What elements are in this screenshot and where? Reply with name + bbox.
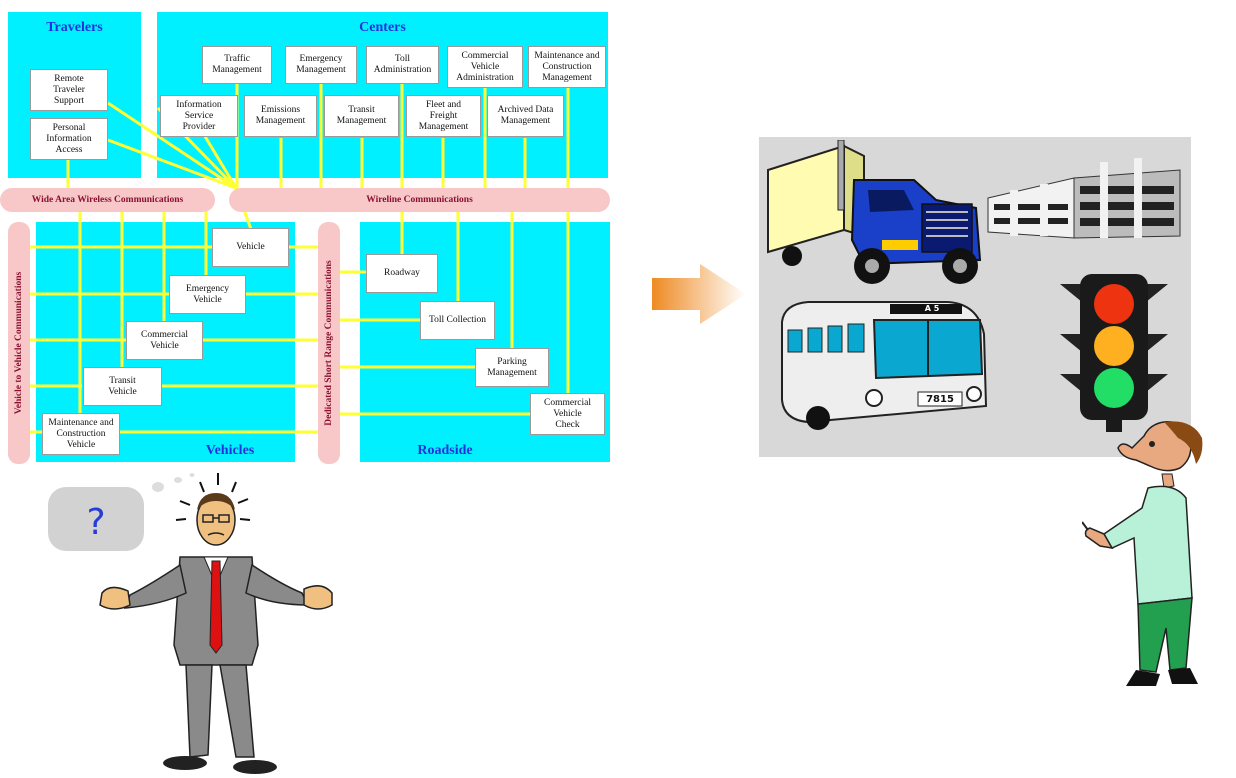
roadside-title: Roadside — [417, 443, 473, 458]
emissions-management-box: Emissions Management — [244, 95, 317, 137]
fleet-freight-management-box: Fleet and Freight Management — [406, 95, 481, 137]
emergency-vehicle-box: Emergency Vehicle — [169, 275, 246, 314]
building-icon — [987, 158, 1181, 239]
commercial-vehicle-check-box: Commercial Vehicle Check — [530, 393, 605, 435]
connection-lines — [28, 84, 570, 434]
commercial-vehicle-box: Commercial Vehicle — [126, 321, 203, 360]
commercial-vehicle-administration-box: Commercial Vehicle Administration — [447, 46, 523, 88]
archived-data-management-box: Archived Data Management — [487, 95, 564, 137]
vehicle-to-vehicle-label: Vehicle to Vehicle Communications — [14, 271, 24, 415]
right-arrow-icon — [652, 264, 746, 324]
dedicated-short-range-label: Dedicated Short Range Communications — [324, 260, 334, 426]
wide-area-wireless-bus: Wide Area Wireless Communications — [0, 188, 215, 212]
dedicated-short-range-bus: Dedicated Short Range Communications — [318, 222, 340, 464]
question-mark: ? — [86, 501, 106, 543]
maintenance-construction-management-box: Maintenance and Construction Management — [528, 46, 606, 88]
centers-title: Centers — [359, 20, 406, 35]
information-service-provider-box: Information Service Provider — [160, 95, 238, 137]
remote-traveler-support-box: Remote Traveler Support — [30, 69, 108, 111]
vehicle-to-vehicle-bus: Vehicle to Vehicle Communications — [8, 222, 30, 464]
traffic-light-icon — [1060, 274, 1168, 432]
vehicles-title: Vehicles — [205, 443, 255, 458]
travelers-title: Travelers — [46, 20, 103, 35]
roadway-box: Roadway — [366, 254, 438, 293]
transit-vehicle-box: Transit Vehicle — [83, 367, 162, 406]
toll-administration-box: Toll Administration — [366, 46, 439, 84]
truck-icon — [767, 140, 982, 284]
bus-route-sign: A 5 — [924, 304, 940, 313]
pointing-man-drawing — [1082, 421, 1203, 686]
confused-man-drawing — [48, 473, 333, 774]
personal-information-access-box: Personal Information Access — [30, 118, 108, 160]
bus-number-plate: 7815 — [926, 394, 954, 405]
maintenance-construction-vehicle-box: Maintenance and Construction Vehicle — [42, 413, 120, 455]
parking-management-box: Parking Management — [475, 348, 549, 387]
transit-management-box: Transit Management — [324, 95, 399, 137]
toll-collection-box: Toll Collection — [420, 301, 495, 340]
vehicle-box: Vehicle — [212, 228, 289, 267]
wireline-bus: Wireline Communications — [229, 188, 610, 212]
bus-icon — [781, 301, 988, 430]
traffic-management-box: Traffic Management — [202, 46, 272, 84]
emergency-management-box: Emergency Management — [285, 46, 357, 84]
